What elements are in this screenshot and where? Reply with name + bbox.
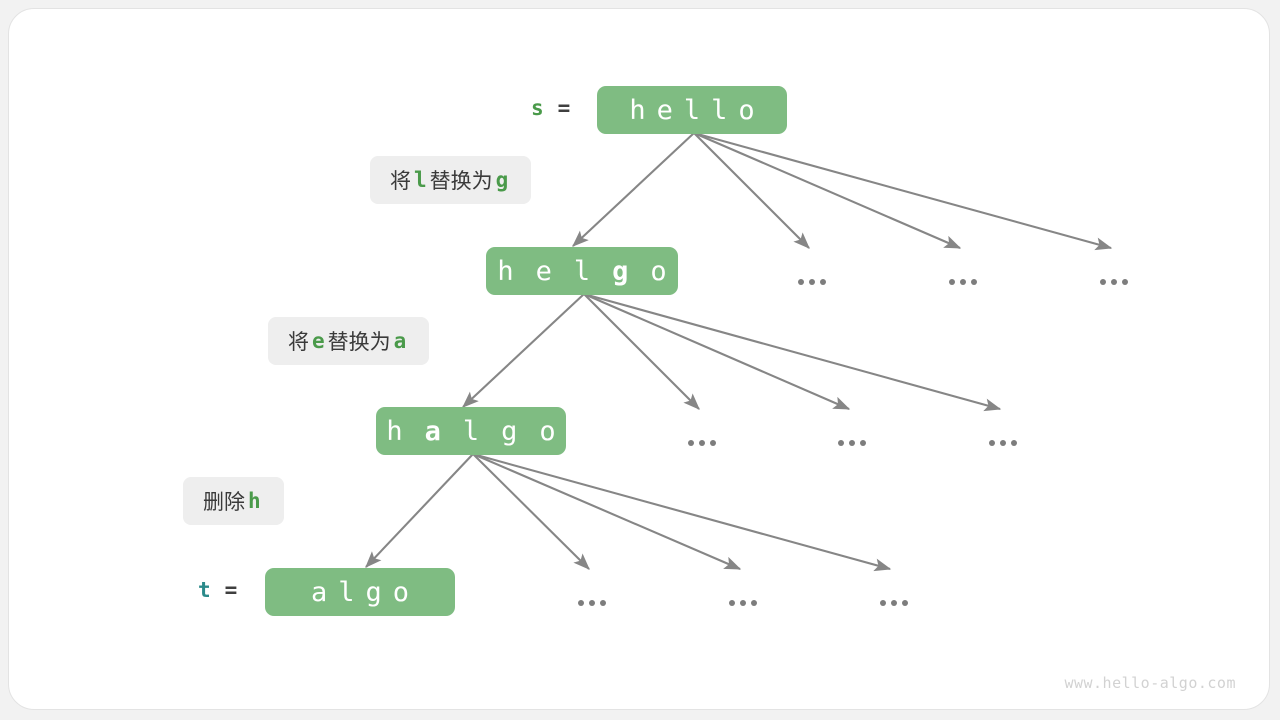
string-node-helgo-c4: o (650, 255, 678, 287)
variable-label-t: t = (198, 578, 237, 602)
ellipsis-row2-item2 (838, 440, 866, 446)
string-node-halgo-c0: h (386, 415, 414, 447)
ellipsis-row3-item2 (729, 600, 757, 606)
string-node-halgo-c3: g (501, 415, 529, 447)
operation-to-char: g (495, 168, 509, 192)
variable-label-s: s = (531, 96, 570, 120)
operation-chip-replace-l-g: 将 l 替换为 g (370, 156, 532, 204)
string-node-algo-text: algo (310, 576, 421, 608)
arrow-l2-child4 (472, 452, 892, 572)
operation-prefix: 将 (390, 169, 411, 193)
string-node-halgo-c2: l (462, 415, 491, 447)
arrow-l0-child4 (693, 131, 1113, 251)
ellipsis-row1-item1 (798, 279, 826, 285)
arrow-l1-child2 (583, 293, 700, 410)
ellipsis-row3-item3 (880, 600, 908, 606)
operation-from-char: l (414, 168, 427, 192)
operation-middle: 替换为 (429, 169, 493, 193)
operation-prefix: 将 (288, 330, 309, 354)
operation-from-char: h (248, 489, 261, 513)
variable-name-s: s (531, 96, 544, 120)
arrow-l2-child3 (472, 453, 742, 570)
string-node-helgo-c3-highlighted: g (612, 255, 640, 287)
variable-name-t: t (198, 578, 211, 602)
string-node-helgo-c0: h (497, 255, 525, 287)
ellipsis-row1-item2 (949, 279, 977, 285)
arrow-l1-child4 (583, 292, 1002, 412)
operation-from-char: e (312, 329, 325, 353)
variable-equals-s: = (557, 96, 571, 120)
watermark: www.hello-algo.com (1064, 674, 1236, 692)
ellipsis-row2-item3 (989, 440, 1017, 446)
string-node-hello[interactable]: hello (597, 86, 787, 134)
arrow-l2-child2 (472, 453, 590, 570)
arrow-l0-child1 (572, 132, 695, 247)
arrow-l1-child1 (462, 293, 585, 408)
string-node-helgo-c2: l (573, 255, 602, 287)
operation-to-char: a (393, 329, 407, 353)
ellipsis-row2-item1 (688, 440, 716, 446)
string-node-algo[interactable]: algo (265, 568, 455, 616)
arrow-l0-child2 (693, 132, 810, 249)
operation-middle: 替换为 (327, 330, 391, 354)
ellipsis-row3-item1 (578, 600, 606, 606)
string-node-hello-text: hello (629, 94, 766, 126)
arrow-l1-child3 (583, 293, 851, 410)
string-node-halgo-c1-highlighted: a (424, 415, 452, 447)
operation-chip-replace-e-a: 将 e 替换为 a (268, 317, 430, 365)
arrow-l0-child3 (693, 132, 962, 249)
variable-equals-t: = (224, 578, 238, 602)
string-node-halgo-c4: o (539, 415, 567, 447)
string-node-helgo-c1: e (535, 255, 563, 287)
arrow-l2-child1 (365, 453, 474, 568)
ellipsis-row1-item3 (1100, 279, 1128, 285)
operation-prefix: 删除 (203, 490, 245, 514)
operation-chip-delete-h: 删除 h (183, 477, 284, 525)
